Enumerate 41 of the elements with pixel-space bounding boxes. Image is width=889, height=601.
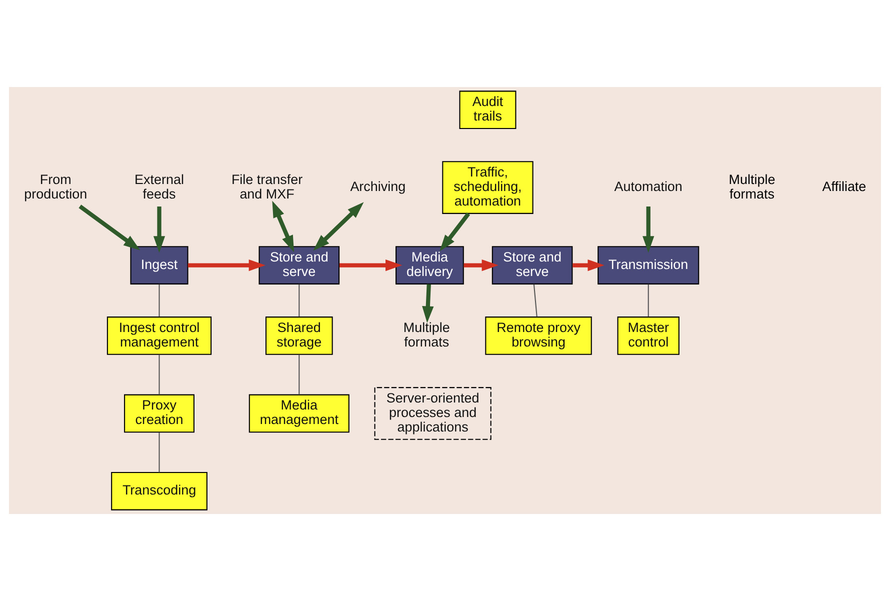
connector [647,284,648,317]
arrow [187,259,265,272]
connector [158,354,160,395]
node-box: Remote proxy browsing [484,316,592,355]
node-box: Ingest [130,246,188,284]
node-box: Traffic, scheduling, automation [442,161,533,214]
arrow [272,200,294,252]
node-box: Server-oriented processes and applications [374,387,491,440]
connector [158,284,160,317]
arrow [152,206,165,253]
arrow [422,284,434,323]
label: Multiple formats [728,172,775,202]
node-text: From production [24,172,87,202]
arrow [338,259,402,272]
node-box: Store and serve [491,246,572,284]
node-box: Media delivery [395,246,464,284]
connector [298,284,300,317]
node-box: Media management [248,394,349,433]
node-box: Transmission [597,246,699,284]
label: Affiliate [822,179,866,194]
connector [532,284,537,317]
node-box: Audit trails [458,90,516,129]
node-box: Shared storage [264,316,332,355]
node-text: Multiple formats [402,320,450,350]
arrow [312,202,364,251]
node-box: Master control [616,316,679,355]
arrow [642,206,654,253]
arrow [439,212,470,252]
connector [298,354,300,395]
node-box: Proxy creation [124,394,194,433]
connector [158,432,160,472]
node-text: Automation [614,179,682,194]
arrow [572,259,604,272]
arrow [78,204,140,250]
node-box: Transcoding [110,472,207,510]
node-text: External feeds [134,172,184,202]
node-box: Store and serve [258,246,340,284]
node-box: Ingest control management [106,316,212,355]
arrow [463,259,498,272]
node-text: File transfer and MXF [230,172,302,202]
node-text: Archiving [350,179,406,194]
